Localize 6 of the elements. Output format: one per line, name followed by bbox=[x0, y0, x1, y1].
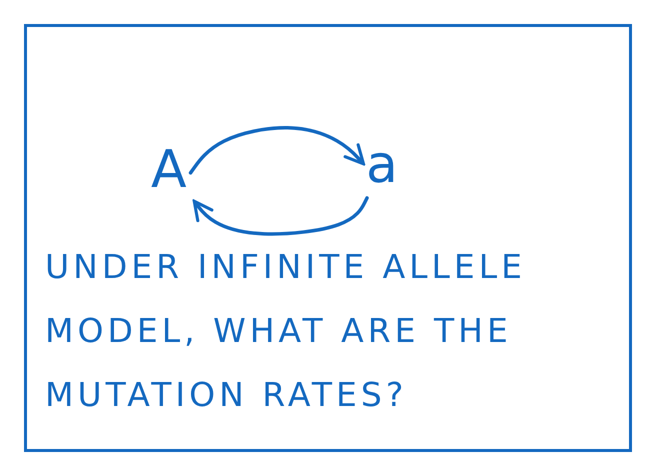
arrow bbox=[192, 196, 369, 236]
arrow bbox=[188, 126, 366, 175]
question-text: UNDER INFINITE ALLELE MODEL, WHAT ARE THE MUTATION RATES? bbox=[45, 246, 527, 416]
frame-box bbox=[24, 24, 632, 452]
allele-label: A bbox=[147, 142, 191, 198]
allele-label: a bbox=[362, 137, 402, 193]
